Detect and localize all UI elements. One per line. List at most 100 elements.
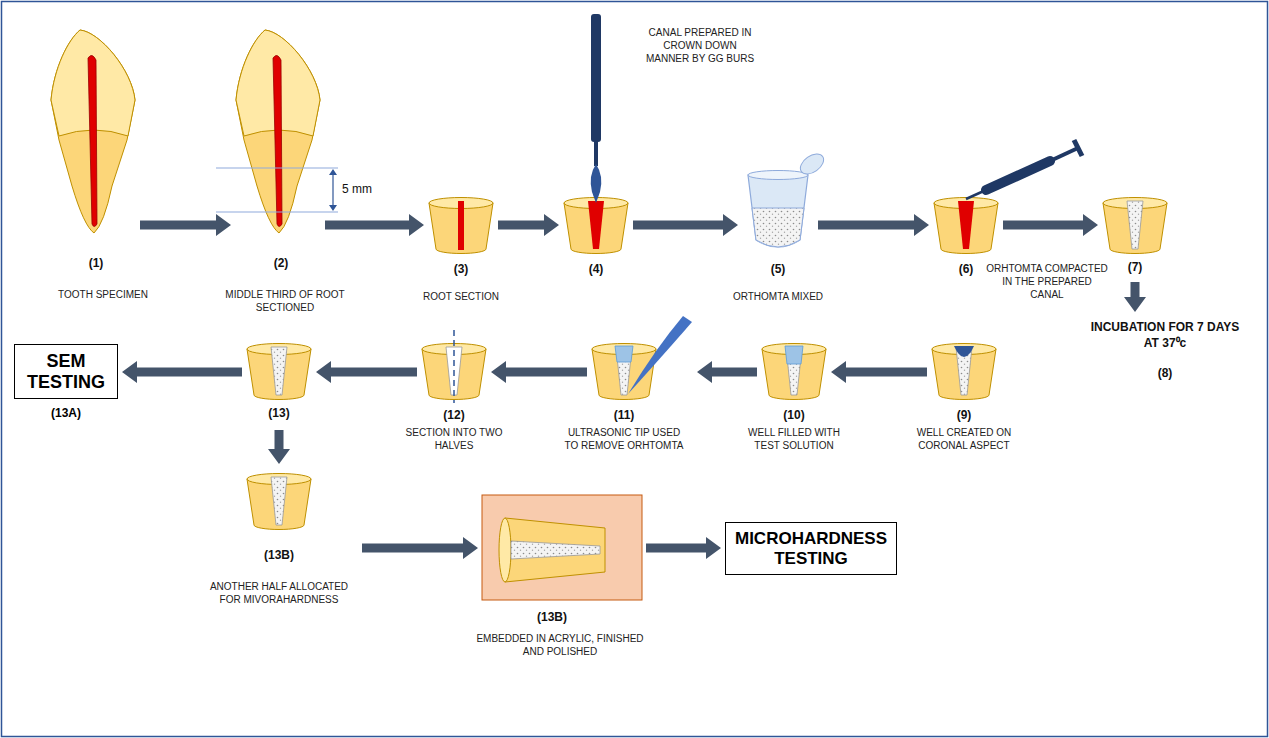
mta-capsule (748, 150, 827, 247)
callout-number: (8) (1090, 365, 1240, 381)
canal-filled (1103, 198, 1167, 254)
flow-arrow (831, 361, 927, 383)
step-figure: (6)ORHTOMTA COMPACTED IN THE PREPARED CA… (933, 196, 999, 254)
tooth-sectioned (329, 169, 337, 211)
well-filled (762, 344, 826, 400)
callout-number: (13B) (527, 610, 577, 624)
syringe (1074, 140, 1082, 156)
step-figure: (7) (1102, 196, 1168, 278)
syringe (1050, 148, 1078, 161)
callout-number: (5) (758, 262, 798, 276)
half-for-microhardness (271, 477, 287, 525)
flow-arrow (818, 214, 929, 236)
syringe (966, 140, 1082, 199)
gg-bur (591, 164, 602, 203)
gg-bur (594, 140, 598, 166)
step-caption: INCUBATION FOR 7 DAYS AT 37⁰c (1090, 319, 1240, 351)
mta-capsule (748, 171, 808, 180)
step-figure: (13B)ANOTHER HALF ALLOCATED FOR MIVORAHA… (200, 468, 358, 570)
flow-arrow (633, 214, 738, 236)
flow-arrow (268, 430, 290, 464)
well-filled (785, 346, 803, 364)
acrylic-block (499, 518, 511, 582)
canal-filling (934, 198, 998, 254)
step-figure: (13) (246, 342, 312, 426)
canal-prepared (564, 198, 628, 254)
step-figure: (12)SECTION INTO TWO HALVES (421, 342, 487, 400)
step-figure: (2)MIDDLE THIRD OF ROOT SECTIONED (235, 28, 321, 235)
mta-capsule (797, 150, 827, 178)
half-section (271, 347, 287, 395)
step-caption: WELL CREATED ON CORONAL ASPECT (907, 426, 1022, 452)
tooth-sectioned (216, 211, 338, 212)
canal-filled (1103, 198, 1167, 254)
syringe (986, 161, 1050, 190)
step-figure: (3)ROOT SECTION (428, 196, 494, 254)
callout-number: (1) (76, 256, 116, 270)
gg-bur (591, 14, 602, 203)
tooth-sectioned (236, 30, 320, 233)
step-caption: TOOTH SPECIMEN (33, 288, 173, 301)
well-created (932, 344, 996, 400)
acrylic-block (505, 518, 605, 582)
callout-number: (6) (946, 262, 986, 276)
well-created (932, 344, 996, 400)
callout-number: (7) (1115, 260, 1155, 274)
step-figure: (1)TOOTH SPECIMEN (50, 28, 136, 235)
tooth-sectioned (332, 172, 333, 208)
canal-filling (934, 198, 998, 254)
callout-number: (9) (944, 408, 984, 422)
step-caption: MIDDLE THIRD OF ROOT SECTIONED (220, 288, 350, 314)
box-label: SEM TESTING (19, 351, 113, 392)
gg-bur (591, 14, 601, 142)
flow-arrow (1003, 214, 1098, 236)
callout-number: (12) (434, 408, 474, 422)
sectioning (422, 330, 486, 403)
dimension-label: 5 mm (342, 182, 372, 196)
root-section (458, 201, 464, 250)
well-filled (786, 347, 802, 395)
canal-filled (1127, 201, 1143, 249)
flow-arrow (362, 537, 478, 559)
step-caption: WELL FILLED WITH TEST SOLUTION (734, 426, 854, 452)
callout-number: (4) (576, 262, 616, 276)
step-figure: (11)ULTRASONIC TIP USED TO REMOVE ORHTOM… (591, 316, 693, 400)
callout-number: (11) (604, 408, 644, 422)
step-caption: ORTHOMTA MIXED (723, 290, 833, 303)
callout-number: (2) (261, 256, 301, 270)
step-caption: EMBEDDED IN ACRYLIC, FINISHED AND POLISH… (470, 632, 650, 658)
canal-prepared (588, 201, 604, 249)
tooth-specimen (51, 30, 135, 233)
flow-arrow (325, 214, 424, 236)
flow-arrow (1124, 282, 1146, 312)
tooth-specimen (51, 30, 135, 233)
ultrasonic-removal (592, 316, 692, 400)
root-section (429, 198, 493, 254)
acrylic-block (482, 495, 642, 600)
half-for-microhardness (247, 474, 311, 530)
ultrasonic-removal (628, 316, 692, 394)
step-caption: ORHTOMTA COMPACTED IN THE PREPARED CANAL (986, 262, 1108, 301)
acrylic-block (511, 541, 600, 559)
step-figure: (5)ORTHOMTA MIXED (742, 160, 814, 250)
step-caption: ROOT SECTION (406, 290, 516, 303)
callout-number: (13A) (15, 406, 117, 420)
flow-arrow (697, 361, 757, 383)
ultrasonic-removal (616, 347, 632, 395)
root-section (429, 198, 493, 254)
step-figure: (13B)EMBEDDED IN ACRYLIC, FINISHED AND P… (482, 495, 642, 600)
canal-prepared (564, 198, 628, 254)
step-note: INCUBATION FOR 7 DAYS AT 37⁰c (8) (1090, 316, 1240, 385)
step-caption: ULTRASONIC TIP USED TO REMOVE ORHTOMTA (562, 426, 687, 452)
callout-number: (13B) (254, 548, 304, 562)
callout-number: (13) (259, 406, 299, 420)
mta-capsule (748, 175, 808, 247)
step-figure: (10)WELL FILLED WITH TEST SOLUTION (761, 342, 827, 400)
tooth-sectioned (216, 167, 338, 168)
flow-arrow (140, 214, 231, 236)
canal-filling (958, 201, 974, 249)
flow-arrow (498, 214, 559, 236)
